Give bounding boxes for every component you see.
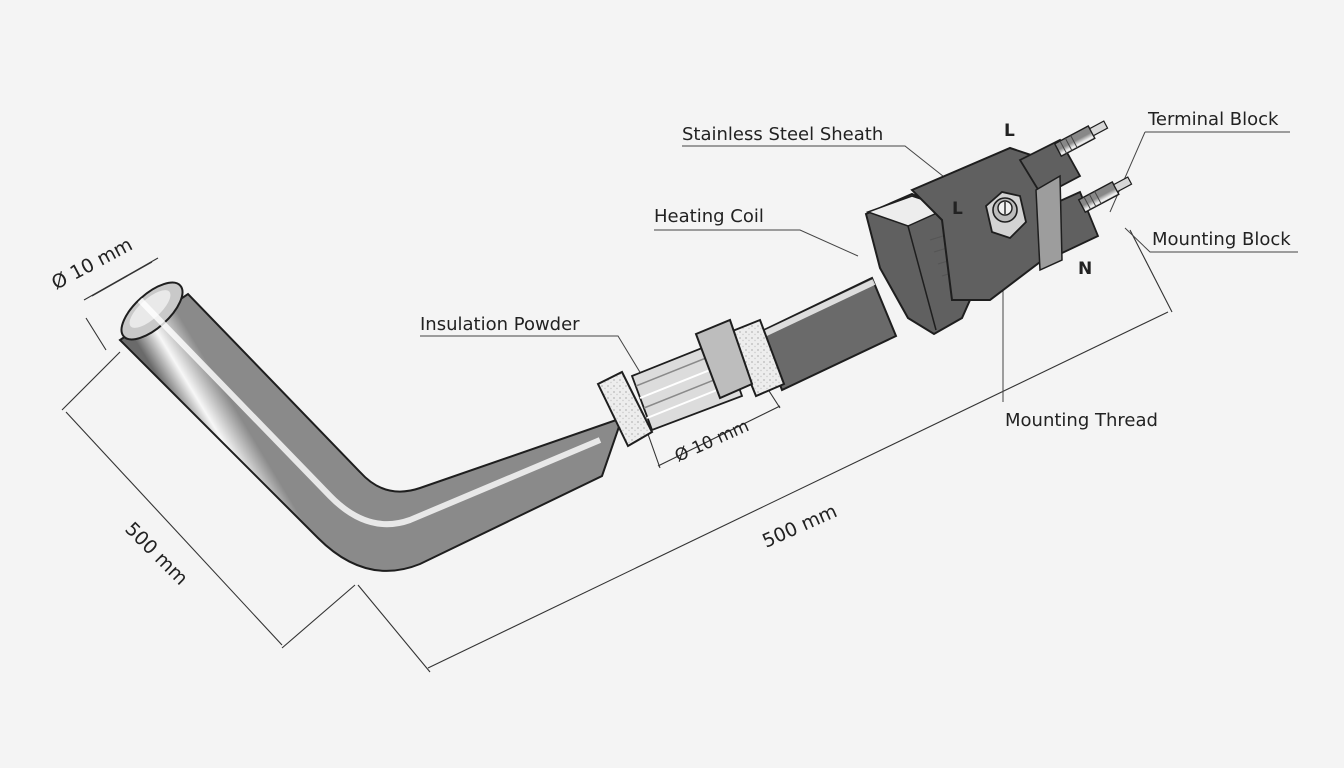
label-heating-coil: Heating Coil: [654, 206, 764, 227]
label-mounting-thread: Mounting Thread: [1005, 410, 1158, 431]
callout-leaders: [420, 131, 1298, 402]
terminal-label-l-upper: L: [1004, 121, 1015, 141]
dim-overall-length: 500 mm: [759, 500, 840, 552]
label-insulation-powder: Insulation Powder: [420, 314, 580, 335]
label-mounting-block: Mounting Block: [1152, 229, 1291, 250]
terminal-label-n: N: [1078, 259, 1092, 279]
terminal-label-l-middle: L: [952, 199, 963, 219]
dim-core-diameter: Ø 10 mm: [672, 416, 752, 466]
sheath-upper-section: [694, 276, 898, 400]
callout-labels: Stainless Steel Sheath Heating Coil Insu…: [420, 109, 1291, 431]
label-terminal-block: Terminal Block: [1147, 109, 1279, 130]
sheath-leg: [118, 281, 624, 572]
sheath-lower-section: [596, 370, 654, 448]
dim-tip-diameter: Ø 10 mm: [48, 234, 136, 295]
terminal-pins: [1053, 120, 1133, 214]
mounting-block: [910, 138, 1100, 301]
terminal-labels: L L N: [952, 121, 1092, 279]
dim-leg-length: 500 mm: [120, 518, 192, 590]
label-stainless-steel-sheath: Stainless Steel Sheath: [682, 124, 883, 145]
